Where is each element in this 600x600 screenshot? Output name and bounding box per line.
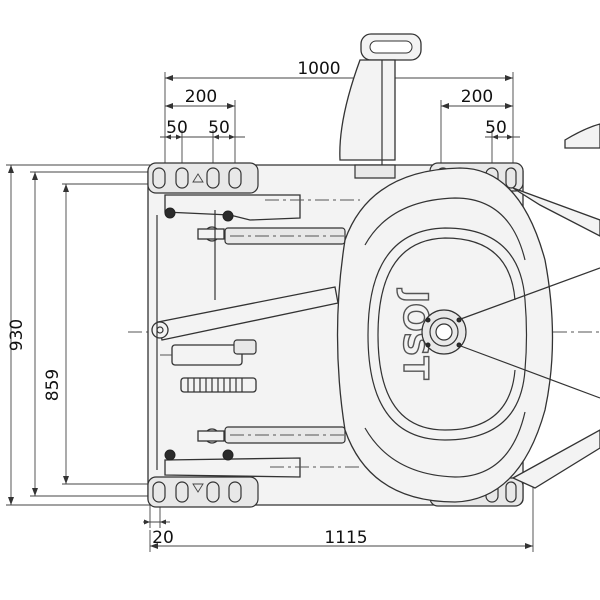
coupling-mechanism [151, 194, 360, 478]
dim-1115-label: 1115 [324, 528, 367, 548]
dim-50-right-label: 50 [485, 118, 507, 138]
dim-50-left-b-label: 50 [208, 118, 230, 138]
ramp-guides [457, 123, 600, 489]
release-handle [339, 33, 422, 179]
dim-200-right-label: 200 [461, 87, 493, 107]
dim-20-label: 20 [152, 528, 174, 548]
dim-1000-label: 1000 [297, 59, 340, 79]
dim-930-label: 930 [7, 319, 27, 351]
dim-859-label: 859 [43, 369, 63, 401]
dim-200-left-label: 200 [185, 87, 217, 107]
dim-50-left-a-label: 50 [166, 118, 188, 138]
coupling-plate: JOST [336, 167, 554, 503]
